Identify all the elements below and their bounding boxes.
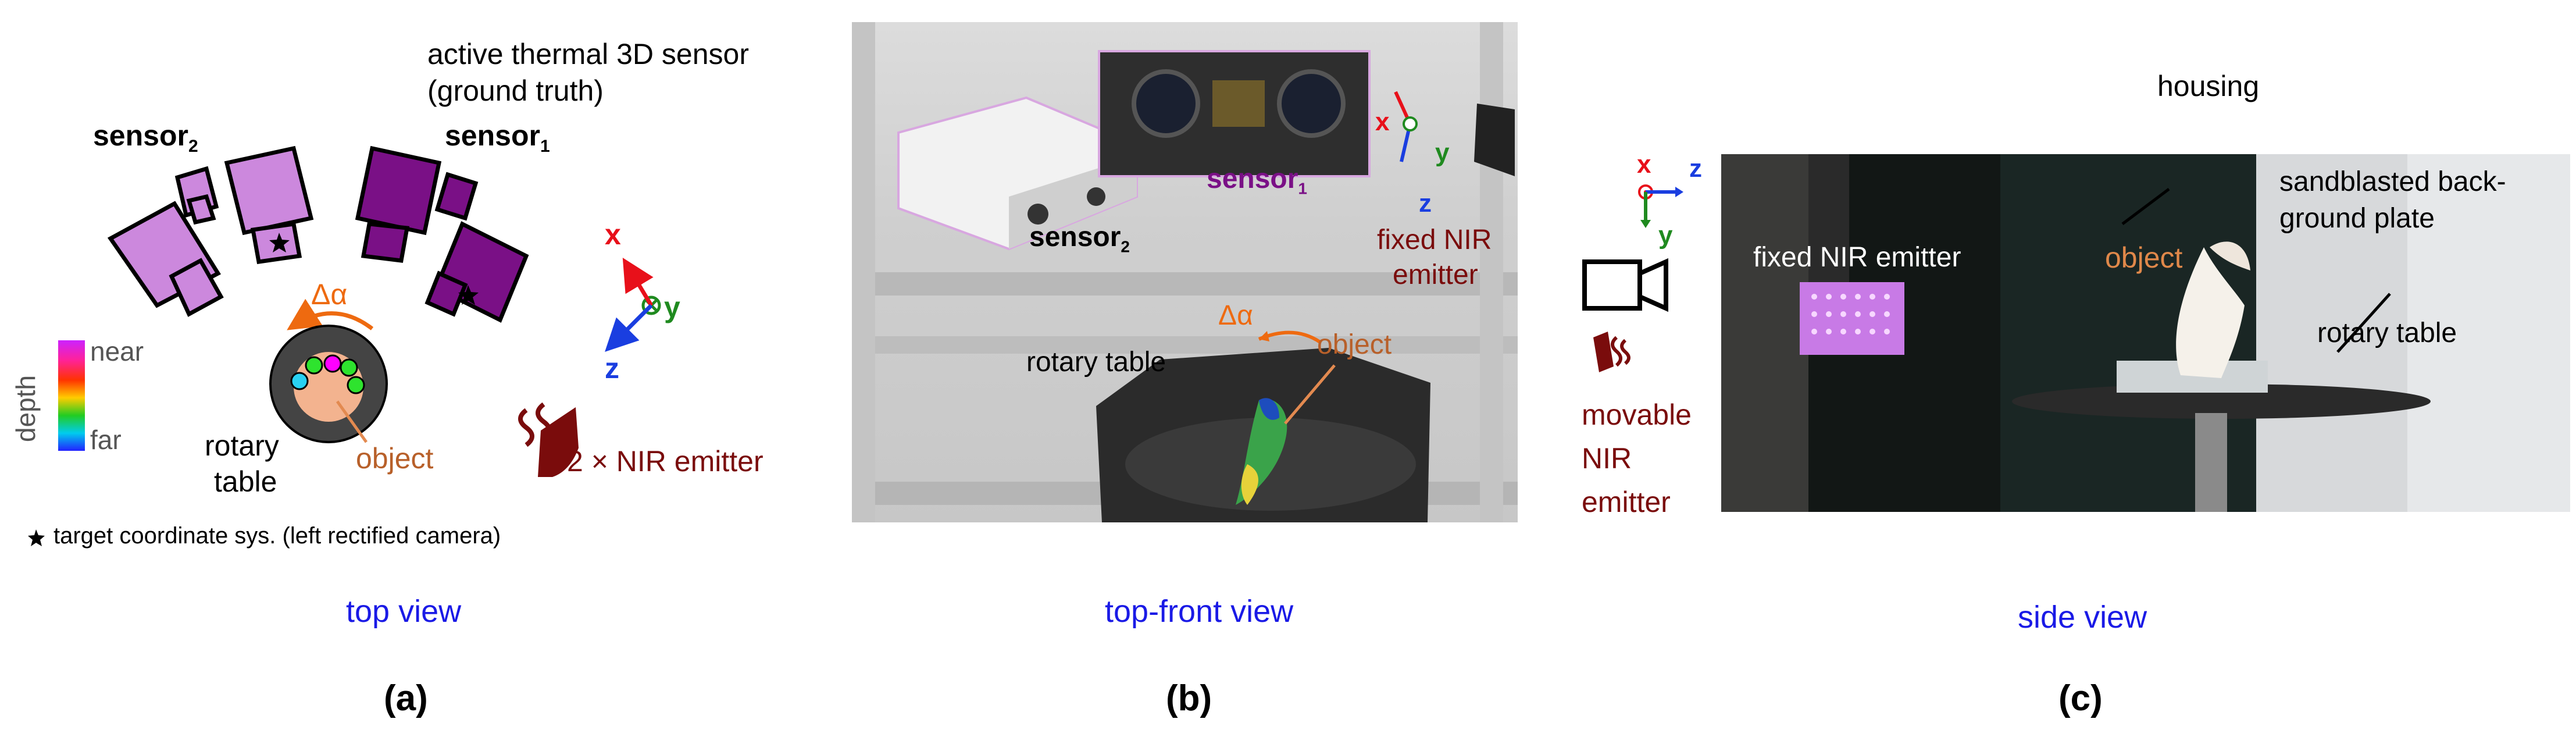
rotary-label-line1: rotary	[205, 429, 279, 462]
star-icon-sensor1	[458, 285, 479, 305]
b-delta-alpha: Δα	[1218, 300, 1253, 331]
panel-a: sensor2 sensor1 active thermal 3D sensor…	[0, 0, 826, 751]
c-plate-line2: ground plate	[2279, 203, 2435, 234]
b-sensor1-subscript: 1	[1298, 179, 1307, 198]
gt-sensor-line2: (ground truth)	[427, 74, 604, 107]
depth-dot	[290, 372, 309, 390]
object-pointer	[336, 400, 368, 443]
sensor1-cameras	[355, 145, 529, 323]
b-object-label: object	[1317, 329, 1392, 360]
nir-emitter-icon	[518, 402, 579, 477]
emitter-label: 2 × NIR emitter	[567, 445, 763, 478]
b-axis-x: x	[1375, 108, 1390, 136]
c-rotary-label: rotary table	[2317, 318, 2457, 348]
b-rotary-label: rotary table	[1026, 347, 1166, 378]
c-object-label: object	[2105, 241, 2183, 274]
sensor2-subscript: 2	[188, 137, 198, 156]
rotation-arrow	[287, 298, 374, 330]
gt-sensor-line1: active thermal 3D sensor	[427, 38, 750, 70]
c-axis-z: z	[1689, 154, 1702, 183]
caption-a: (a)	[384, 678, 428, 718]
sensor1-label: sensor1	[445, 119, 550, 156]
panel-b: sensor1 sensor2 fixed NIR emitter rotary…	[852, 22, 1518, 718]
sensor1-lens-left	[361, 222, 410, 263]
b-axis-y: y	[1435, 138, 1450, 167]
sensor2-projector-lens	[186, 194, 216, 225]
sensor2-camera-right	[224, 145, 314, 236]
caption-c: (c)	[2058, 678, 2103, 718]
sensor1-lens-right	[424, 270, 468, 317]
depth-dot	[347, 376, 365, 394]
b-sensor2-subscript: 2	[1121, 237, 1130, 256]
view-label-b: top-front view	[1105, 594, 1294, 629]
c-movable-line1: movable	[1582, 398, 1692, 431]
b-emitter-line1: fixed NIR	[1377, 225, 1492, 255]
rotary-label-line2: table	[214, 465, 277, 498]
depth-dot	[340, 358, 358, 377]
sensor1-camera-left	[355, 145, 442, 236]
star-icon	[269, 233, 290, 252]
figurine-object	[2176, 247, 2245, 378]
fixed-nir-emitter-device	[1474, 104, 1515, 176]
star-icon-footnote	[28, 529, 45, 546]
near-label: near	[90, 336, 144, 366]
sensor1-projector	[434, 172, 479, 221]
caption-b: (b)	[1166, 678, 1212, 718]
sensor2-lens-left	[169, 258, 224, 317]
axis-y-label: y	[664, 291, 680, 323]
z-axis-arrow	[605, 304, 653, 352]
panel-c-icons	[1582, 184, 1683, 372]
b-emitter-line2: emitter	[1393, 259, 1478, 290]
depth-colorbar	[58, 340, 85, 451]
photo-top-front	[852, 22, 1518, 522]
b-axis-z: z	[1419, 189, 1432, 218]
far-label: far	[90, 425, 122, 455]
x-axis-arrow	[622, 257, 654, 307]
photo-side-scene	[1721, 154, 2570, 512]
c-axis-x: x	[1637, 150, 1651, 179]
sensor1-subscript: 1	[540, 137, 550, 156]
object-label: object	[356, 442, 434, 475]
c-housing-label: housing	[2157, 70, 2260, 102]
c-movable-line2: NIR	[1582, 442, 1632, 475]
c-plate-line1: sandblasted back-	[2279, 166, 2506, 197]
photo-top-front-scene	[852, 22, 1518, 522]
b-sensor2-label: sensor2	[1029, 222, 1130, 256]
panel-a-drawing	[28, 145, 661, 546]
sensor2-label: sensor2	[93, 119, 198, 156]
axis-z-label: z	[605, 352, 619, 385]
movable-nir-emitter-icon	[1593, 332, 1630, 372]
depth-dot	[323, 354, 342, 373]
delta-alpha-label: Δα	[311, 278, 348, 311]
axis-x-label: x	[605, 218, 621, 251]
fixed-nir-emitter-photo	[1800, 282, 1904, 355]
photo-side	[1721, 154, 2570, 512]
c-axis-y: y	[1658, 221, 1673, 250]
camera-icon	[1582, 258, 1668, 312]
depth-dot	[305, 356, 323, 375]
c-emitter-label: fixed NIR emitter	[1753, 242, 1961, 273]
c-movable-line3: emitter	[1582, 486, 1671, 518]
view-label-a: top view	[346, 594, 462, 629]
b-sensor1-label: sensor1	[1207, 163, 1307, 198]
footnote: target coordinate sys. (left rectified c…	[53, 523, 501, 549]
view-label-c: side view	[2018, 600, 2147, 635]
depth-dots	[290, 354, 365, 394]
